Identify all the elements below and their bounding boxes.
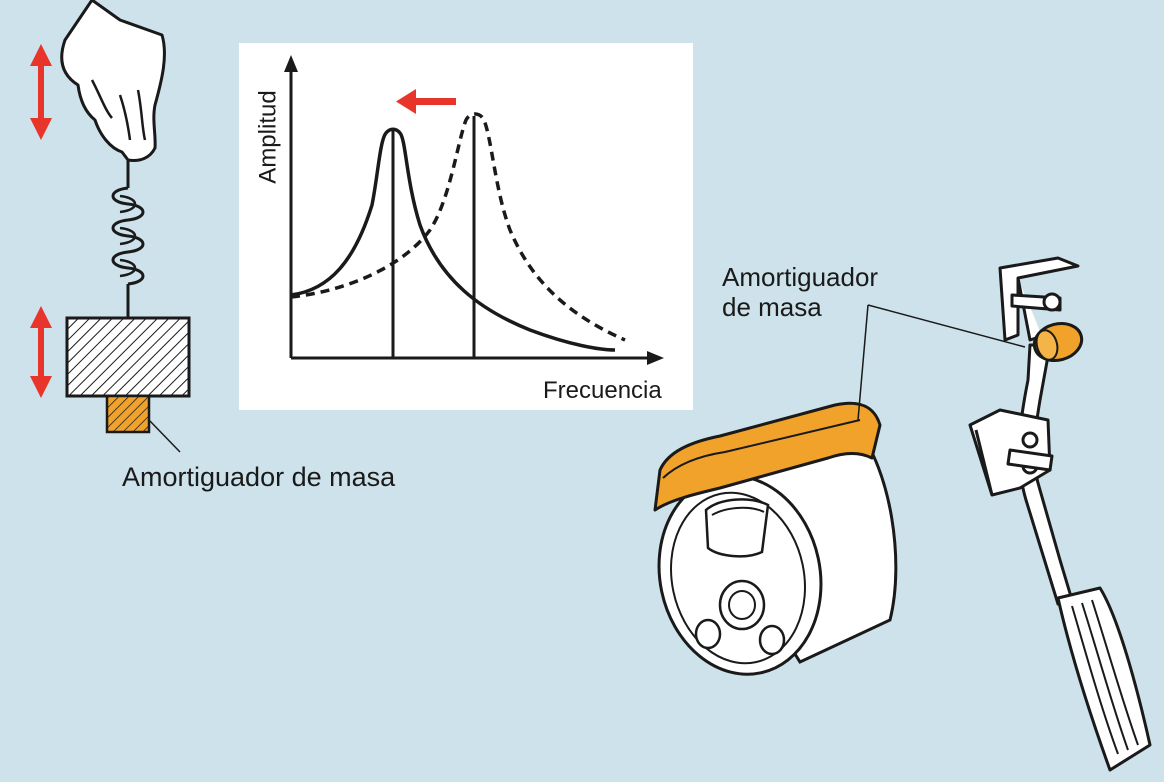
spring xyxy=(111,160,145,318)
mass-damper-block xyxy=(105,394,151,434)
x-axis-label: Frecuencia xyxy=(543,377,662,404)
x-axis-arrow-icon xyxy=(647,351,664,365)
leader-lines-right xyxy=(857,304,1026,421)
mass-damper-label-right: Amortiguador de masa xyxy=(722,262,878,322)
mass-damper-label-right-line2: de masa xyxy=(722,292,822,322)
graph-panel xyxy=(239,43,693,410)
cylinder-component xyxy=(653,401,898,676)
curve-solid xyxy=(290,127,616,352)
pedal-damper-orange xyxy=(1032,322,1084,362)
up-down-arrow-bottom-icon xyxy=(30,306,52,398)
y-axis-arrow-icon xyxy=(284,55,298,72)
cylinder-damper-orange xyxy=(653,401,882,512)
mass-damper-label-right-line1: Amortiguador xyxy=(722,262,879,292)
vibrating-mass xyxy=(65,316,191,398)
mass-damper-label-left: Amortiguador de masa xyxy=(122,462,396,492)
hand-icon xyxy=(60,0,166,162)
up-down-arrow-top-icon xyxy=(30,44,52,140)
shift-left-arrow-icon xyxy=(396,89,456,114)
curve-dashed xyxy=(290,112,626,342)
pedal-assembly xyxy=(968,256,1152,772)
leader-line-left xyxy=(148,419,181,453)
y-axis-label: Amplitud xyxy=(254,90,282,184)
